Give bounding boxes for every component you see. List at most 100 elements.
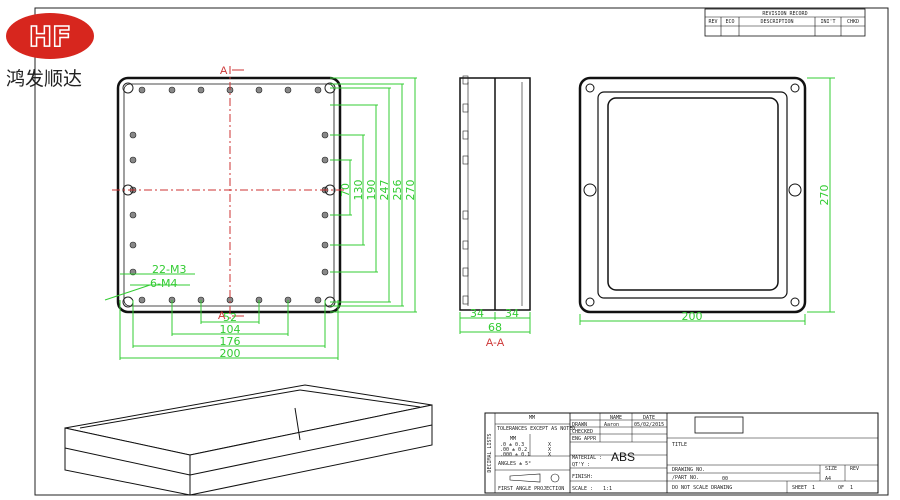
projection-label: FIRST ANGLE PROJECTION [498, 486, 564, 492]
vertical-dim-label: 130 [352, 180, 365, 201]
qty-label: QT'Y : [572, 462, 590, 468]
col-init: INI'T [820, 19, 835, 25]
section-label: A-A [486, 337, 505, 349]
screw-hole [321, 156, 329, 164]
revision-record-title: REVISION RECORD [762, 11, 807, 17]
boss-tab [462, 75, 469, 85]
rev-label: REV [850, 466, 859, 472]
section-dim-left: 34 [470, 307, 484, 320]
screw-hole [138, 296, 146, 304]
tolerance-1: .0 ± 0.3 [500, 442, 524, 448]
screw-hole [321, 131, 329, 139]
logo-mark: HF [29, 20, 72, 53]
screw-hole [314, 296, 322, 304]
screw-hole [129, 241, 137, 249]
part-no-label: /PART NO. [672, 475, 699, 481]
vertical-dim-label: 190 [365, 180, 378, 201]
tolerance-mark-3: X [548, 452, 551, 458]
date-header: DATE [643, 415, 655, 421]
isometric-view [64, 384, 433, 496]
side-height-dim: 270 [818, 185, 831, 206]
vertical-dim-label: 70 [339, 183, 352, 197]
size-label: SIZE [825, 466, 837, 472]
callout-6-m4: 6-M4 [150, 277, 177, 290]
col-chkd: CHKD [847, 19, 859, 25]
sheet-value: 1 [812, 485, 815, 491]
back-view: 270 200 [578, 76, 835, 325]
decimal-units: MM [510, 436, 516, 442]
title-block: DECIMAL LISTS MM TOLERANCES EXCEPT AS NO… [484, 412, 879, 494]
eng-appr-label: ENG APPR [572, 436, 597, 442]
vertical-dim-label: 256 [391, 180, 404, 201]
section-marker-bottom: A [218, 310, 226, 322]
section-dim-total: 68 [488, 321, 502, 334]
drawing-no-label: DRAWING NO. [672, 467, 705, 473]
scale-value: 1:1 [603, 486, 612, 492]
drawn-date: 05/02/2015 [634, 422, 664, 428]
section-view: 34 34 68 A-A [459, 75, 531, 349]
tolerance-mark-2: X [548, 447, 551, 453]
boss-tab [462, 130, 469, 140]
size-value: A4 [825, 476, 831, 482]
screw-hole [129, 131, 137, 139]
col-description: DESCRIPTION [760, 19, 793, 25]
tolerance-header: TOLERANCES EXCEPT AS NOTED [497, 426, 575, 432]
checked-label: CHECKED [572, 429, 593, 435]
tolerance-2: .00 ± 0.2 [500, 447, 527, 453]
col-eco: ECO [725, 19, 734, 25]
do-not-scale-note: DO NOT SCALE DRAWING [672, 485, 732, 491]
decimal-lists-label: DECIMAL LISTS [487, 433, 493, 472]
angles-tolerance: ANGLES ± 5° [498, 461, 531, 467]
company-name: 鸿发顺达 [6, 68, 83, 90]
finish-label: FINISH: [572, 474, 593, 480]
scale-label: SCALE : [572, 486, 593, 492]
callout-22-m3: 22-M3 [152, 263, 186, 276]
screw-hole [138, 86, 146, 94]
horizontal-dim-label: 52 [223, 311, 237, 324]
screw-hole [168, 86, 176, 94]
section-marker-top: A [220, 65, 228, 77]
vertical-dim-label: 247 [378, 180, 391, 201]
boss-tab [462, 210, 469, 220]
part-no-value: 00 [722, 476, 728, 482]
horizontal-dim-label: 104 [220, 323, 241, 336]
of-value: 1 [850, 485, 853, 491]
boss-tab [462, 155, 469, 165]
material-value: ABS [611, 450, 635, 464]
tolerance-mark-1: X [548, 442, 551, 448]
boss-tab [462, 295, 469, 305]
horizontal-dim-label: 176 [220, 335, 241, 348]
mounting-hole [122, 82, 134, 94]
screw-hole [321, 211, 329, 219]
tolerance-3: .000 ± 0.1 [500, 452, 530, 458]
screw-hole [197, 86, 205, 94]
vertical-dim-label: 270 [404, 180, 417, 201]
title-label: TITLE [672, 442, 687, 448]
col-rev: REV [708, 19, 717, 25]
screw-hole [129, 211, 137, 219]
of-label: OF [838, 485, 844, 491]
drawn-label: DRAWN [572, 422, 587, 428]
boss-tab [462, 267, 469, 277]
revision-record-table: REVISION RECORD REV ECO DESCRIPTION INI'… [704, 8, 866, 37]
screw-hole [321, 268, 329, 276]
boss-tab [462, 240, 469, 250]
company-logo: HF [6, 13, 94, 59]
screw-hole [314, 86, 322, 94]
sheet-label: SHEET [792, 485, 807, 491]
screw-hole [255, 86, 263, 94]
section-dim-right: 34 [505, 307, 519, 320]
screw-hole [284, 86, 292, 94]
screw-hole [129, 156, 137, 164]
name-header: NAME [610, 415, 622, 421]
drawing-border [34, 7, 889, 496]
horizontal-dim-label: 200 [220, 347, 241, 360]
units-symbol: MM [529, 415, 535, 421]
projection-symbol [509, 473, 560, 483]
side-width-dim: 200 [682, 310, 703, 323]
screw-hole [321, 241, 329, 249]
boss-tab [462, 103, 469, 113]
material-label: MATERIAL : [572, 455, 602, 461]
